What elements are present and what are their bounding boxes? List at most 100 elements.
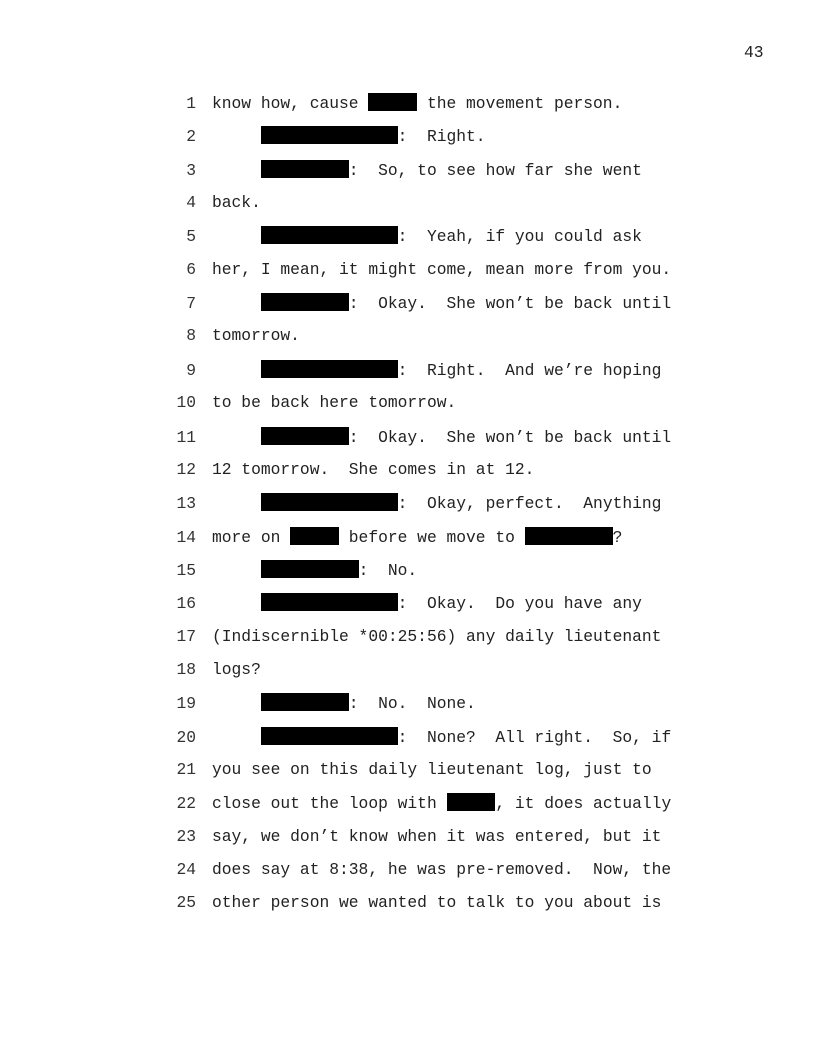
line-number: 22 — [176, 794, 196, 814]
transcript-line: 13 : Okay, perfect. Anything — [172, 493, 661, 513]
transcript-line: 15 : No. — [172, 559, 418, 580]
line-number: 12 — [176, 459, 196, 479]
redaction-block — [260, 493, 398, 512]
line-text: : None? All right. So, if — [397, 727, 672, 747]
line-number: 10 — [176, 393, 196, 413]
line-text: to be back here tomorrow. — [212, 393, 457, 413]
line-number: 8 — [186, 326, 196, 346]
line-text: : Okay. She won’t be back until — [348, 427, 672, 447]
redaction-block — [260, 726, 398, 745]
transcript-line: 25 other person we wanted to talk to you … — [172, 893, 661, 913]
line-text: know how, cause — [212, 94, 369, 113]
line-number: 7 — [186, 294, 196, 314]
redaction-block — [260, 226, 398, 245]
line-text — [212, 361, 261, 380]
redaction-block — [260, 159, 349, 178]
transcript-line: 5 : Yeah, if you could ask — [172, 226, 642, 246]
line-text: close out the loop with — [212, 794, 447, 814]
transcript-line: 1 know how, cause the movement person. — [172, 93, 622, 113]
redaction-block — [260, 126, 398, 145]
transcript-line: 20 : None? All right. So, if — [172, 726, 672, 747]
line-number: 3 — [186, 160, 196, 180]
transcript-line: 17(Indiscernible *00:25:56) any daily li… — [172, 627, 661, 647]
redaction-block — [524, 526, 613, 545]
redaction-block — [260, 593, 398, 612]
line-text: her, I mean, it might come, mean more fr… — [212, 259, 672, 279]
line-number: 18 — [176, 659, 196, 679]
transcript-line: 22 close out the loop with , it does actu… — [172, 793, 671, 813]
redaction-block — [446, 793, 496, 812]
transcript-line: 7 : Okay. She won’t be back until — [172, 293, 671, 313]
line-number: 21 — [176, 760, 196, 779]
line-text: (Indiscernible *00:25:56) any daily lieu… — [212, 626, 662, 646]
line-text — [212, 694, 261, 713]
transcript-line: 11 : Okay. She won’t be back until — [172, 426, 672, 447]
page-number: 43 — [744, 43, 764, 62]
line-number: 23 — [176, 826, 196, 846]
line-number: 13 — [176, 494, 196, 514]
line-text: before we move to — [339, 527, 525, 547]
line-text — [212, 594, 261, 613]
transcript-line: 19 : No. None. — [172, 693, 476, 713]
line-text — [212, 728, 261, 747]
line-text: : Okay. She won’t be back until — [348, 294, 672, 314]
transcript-line: 12 12 tomorrow. She comes in at 12. — [172, 460, 534, 480]
redaction-block — [368, 93, 418, 111]
redaction-block — [260, 426, 349, 445]
line-number: 11 — [176, 427, 196, 447]
line-text: 12 tomorrow. She comes in at 12. — [212, 459, 535, 479]
transcript-line: 21 you see on this daily lieutenant log, … — [172, 760, 652, 780]
transcript-line: 6 her, I mean, it might come, mean more f… — [172, 260, 671, 280]
line-number: 15 — [176, 560, 196, 580]
transcript-line: 4 back. — [172, 193, 261, 213]
line-number: 16 — [176, 594, 196, 614]
line-text — [212, 227, 261, 246]
line-number: 1 — [186, 94, 196, 113]
line-text: you see on this daily lieutenant log, ju… — [212, 760, 652, 779]
redaction-block — [290, 526, 340, 545]
line-text: the movement person. — [417, 94, 623, 113]
transcript-line: 18 logs? — [172, 659, 261, 680]
line-text — [212, 561, 261, 580]
transcript-line: 24 does say at 8:38, he was pre-removed. … — [172, 860, 671, 880]
line-text — [212, 294, 261, 313]
line-number: 19 — [176, 694, 196, 714]
line-text: tomorrow. — [212, 326, 300, 346]
line-text: , it does actually — [495, 794, 672, 814]
line-text: : No. None. — [348, 694, 476, 714]
line-text — [212, 127, 261, 146]
line-text: : Right. And we’re hoping — [397, 360, 662, 380]
line-text: back. — [212, 193, 261, 213]
transcript-line: 8 tomorrow. — [172, 326, 300, 346]
transcript-line: 16 : Okay. Do you have any — [172, 593, 642, 613]
line-text: : No. — [358, 560, 418, 580]
line-text: : Okay. Do you have any — [397, 594, 642, 614]
line-number: 25 — [176, 893, 196, 913]
redaction-block — [260, 559, 359, 578]
line-text — [212, 494, 261, 513]
line-number: 20 — [176, 727, 196, 747]
redaction-block — [260, 359, 398, 378]
line-text: say, we don’t know when it was entered, … — [212, 826, 662, 846]
line-number: 6 — [186, 259, 196, 279]
line-number: 5 — [186, 227, 196, 247]
line-text: other person we wanted to talk to you ab… — [212, 893, 662, 913]
redaction-block — [260, 693, 349, 712]
line-text: : Right. — [397, 127, 486, 147]
line-text: does say at 8:38, he was pre-removed. No… — [212, 860, 672, 880]
line-number: 2 — [186, 127, 196, 147]
line-text: : So, to see how far she went — [348, 160, 642, 180]
line-text: logs? — [212, 659, 261, 679]
line-text: ? — [612, 527, 623, 547]
line-text: : Yeah, if you could ask — [397, 227, 642, 247]
line-text: more on — [212, 527, 291, 547]
transcript-line: 2 : Right. — [172, 126, 486, 146]
line-number: 24 — [176, 860, 196, 880]
line-text — [212, 428, 261, 447]
transcript-line: 23 say, we don’t know when it was entered… — [172, 827, 661, 847]
redaction-block — [260, 293, 349, 312]
transcript-line: 3 : So, to see how far she went — [172, 159, 642, 180]
transcript-line: 9 : Right. And we’re hoping — [172, 359, 662, 380]
line-number: 4 — [186, 193, 196, 213]
